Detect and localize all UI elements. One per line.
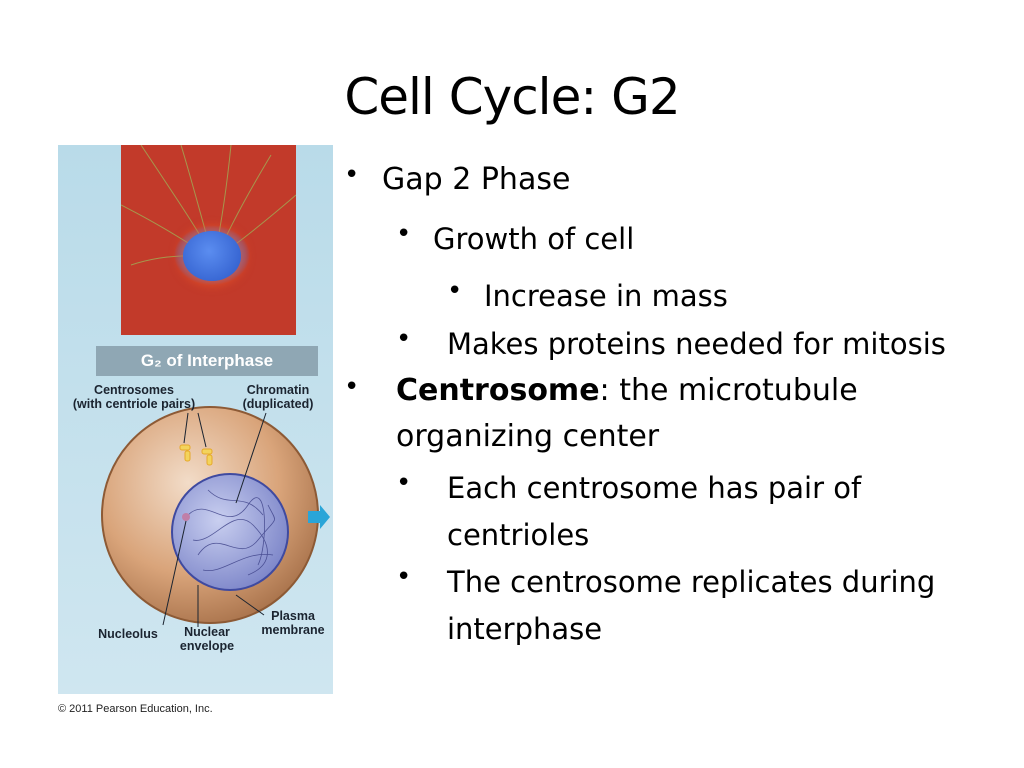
bullet-centrosome-replicates: The centrosome replicates during [447, 565, 936, 599]
cell-diagram [101, 406, 330, 627]
bullet-makes-proteins: Makes proteins needed for mitosis [447, 327, 946, 361]
bullet-dot: • [396, 468, 412, 498]
bullet-centrosome-replicates-line2: interphase [447, 612, 603, 646]
bullet-centrosome-line2: organizing center [396, 419, 660, 454]
leader-lines [162, 412, 267, 627]
phase-banner: G₂ of Interphase [96, 346, 318, 376]
bullet-dot: • [447, 276, 463, 306]
bullet-dot: • [344, 372, 360, 402]
centriole-pairs [179, 444, 213, 466]
slide-title: Cell Cycle: G2 [344, 68, 680, 126]
chromatin-label: Chromatin (duplicated) [242, 383, 314, 411]
g2-interphase-figure: G₂ of Interphase [58, 145, 333, 694]
bullet-dot: • [344, 160, 360, 190]
arrow-right-icon [308, 505, 330, 529]
bullet-dot: • [396, 219, 412, 249]
bullet-centrosome: Centrosome: the microtubule [396, 373, 858, 408]
bullet-growth-of-cell: Growth of cell [433, 222, 635, 256]
nuclear-envelope-label: Nuclear envelope [179, 625, 235, 653]
nucleus-shape [171, 473, 289, 591]
bullet-each-centrosome: Each centrosome has pair of [447, 471, 862, 505]
stained-nucleus [183, 231, 241, 281]
plasma-membrane-label: Plasma membrane [261, 609, 325, 637]
bullet-each-centrosome-line2: centrioles [447, 518, 590, 552]
micrograph-image [121, 145, 296, 335]
chromatin-strands [187, 489, 275, 576]
bullet-increase-in-mass: Increase in mass [484, 279, 728, 313]
nucleolus-label: Nucleolus [98, 627, 158, 641]
copyright-notice: © 2011 Pearson Education, Inc. [58, 703, 213, 715]
centrosomes-label: Centrosomes (with centriole pairs) [72, 383, 196, 411]
bullet-dot: • [396, 562, 412, 592]
nucleolus-shape [182, 513, 190, 521]
bullet-gap2-phase: Gap 2 Phase [382, 162, 571, 197]
bullet-dot: • [396, 324, 412, 354]
